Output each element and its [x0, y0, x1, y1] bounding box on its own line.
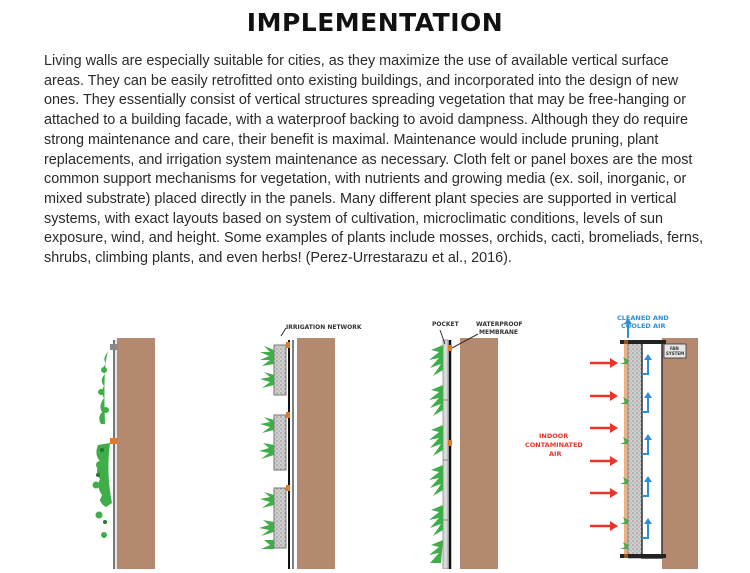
biofilter-plants	[620, 357, 628, 549]
diagram-svg: IRRIGATION NETWORK POCKET WATERPRO	[92, 314, 698, 570]
label-indoor-line3: AIR	[549, 450, 561, 458]
living-wall-diagram: IRRIGATION NETWORK POCKET WATERPRO	[0, 300, 750, 570]
page-title: IMPLEMENTATION	[246, 8, 504, 37]
module-plants	[259, 346, 274, 549]
module-1	[273, 344, 287, 396]
panel-modular-irrigation: IRRIGATION NETWORK	[259, 324, 362, 569]
label-waterproof-line2: MEMBRANE	[479, 329, 518, 336]
label-waterproof-line1: WATERPROOF	[476, 321, 523, 328]
felt-layer	[442, 339, 449, 570]
panel-climbing-plants	[92, 338, 155, 569]
label-indoor-line1: INDOOR	[539, 432, 568, 440]
module-2	[273, 414, 287, 471]
label-irrigation: IRRIGATION NETWORK	[286, 324, 362, 331]
label-cleaned-line2: COOLED AIR	[621, 322, 666, 330]
wall-1	[117, 338, 155, 569]
panel-pocket-system: POCKET WATERPROOF MEMBRANE	[429, 321, 523, 570]
body-paragraph: Living walls are especially suitable for…	[44, 53, 704, 267]
label-pocket: POCKET	[432, 321, 460, 328]
label-fan-line1: FAN	[670, 346, 679, 351]
wall-2	[297, 338, 335, 569]
label-cleaned-line1: CLEANED AND	[617, 314, 669, 322]
pocket-plants	[429, 345, 443, 563]
label-indoor-line2: CONTAMINATED	[525, 441, 583, 449]
label-fan-line2: SYSTEM	[666, 351, 684, 356]
panel-active-biofilter: FAN SYSTEM	[525, 314, 698, 569]
biofilter-media	[627, 341, 643, 559]
clean-air-arrows	[627, 324, 649, 539]
fan-box	[663, 343, 687, 359]
module-3	[273, 487, 287, 549]
wall-3	[460, 338, 498, 569]
climbing-plant	[92, 352, 112, 538]
wall-4	[662, 338, 698, 569]
contaminated-air-arrows	[590, 358, 618, 531]
